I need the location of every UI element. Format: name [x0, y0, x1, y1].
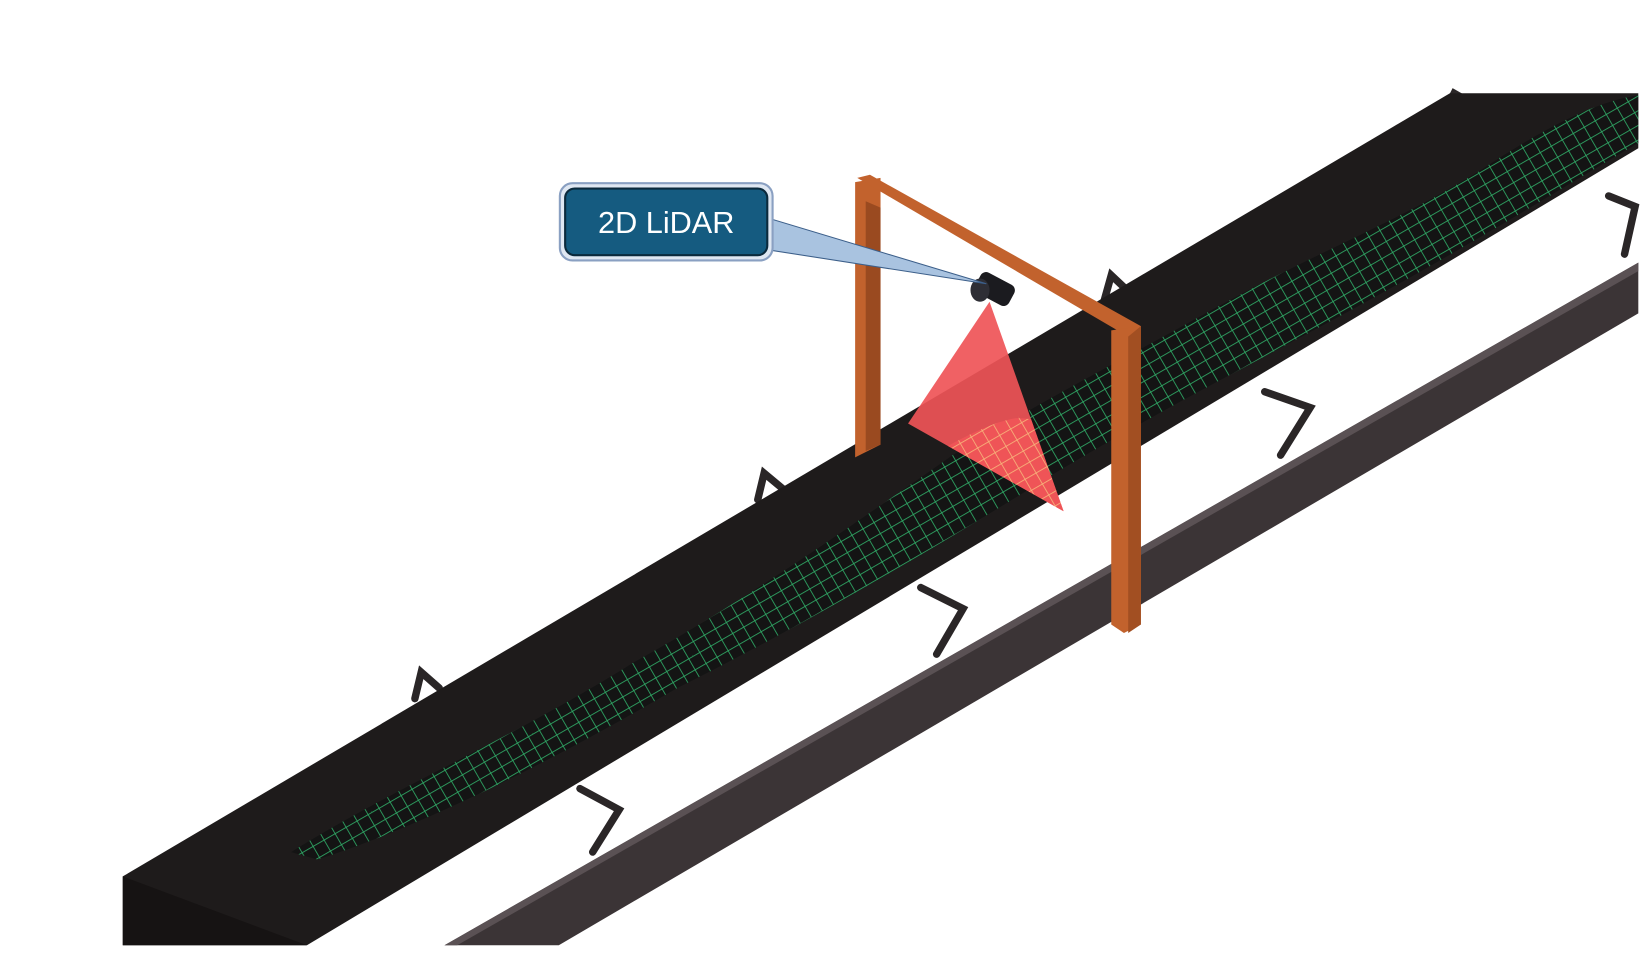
- sensor-label: 2D LiDAR: [598, 205, 734, 240]
- material-point-cloud-mesh: [291, 95, 1639, 860]
- frame-top-beam: [857, 174, 1141, 337]
- idler-bracket: [754, 466, 787, 504]
- idler-bracket: [1604, 192, 1640, 258]
- frame-left-post-inner: [865, 201, 881, 451]
- idler-bracket: [1100, 268, 1132, 306]
- frame-right-post-shade: [1128, 326, 1141, 634]
- lidar-sensor: [970, 272, 1015, 307]
- return-rail-top: [444, 262, 1639, 946]
- idler-bracket: [917, 583, 969, 658]
- idler-bracket: [576, 784, 625, 856]
- idler-bracket: [411, 665, 443, 703]
- sensor-label-callout: 2D LiDAR: [558, 182, 774, 262]
- idler-bracket: [1261, 388, 1316, 459]
- idler-supports: [411, 88, 1640, 856]
